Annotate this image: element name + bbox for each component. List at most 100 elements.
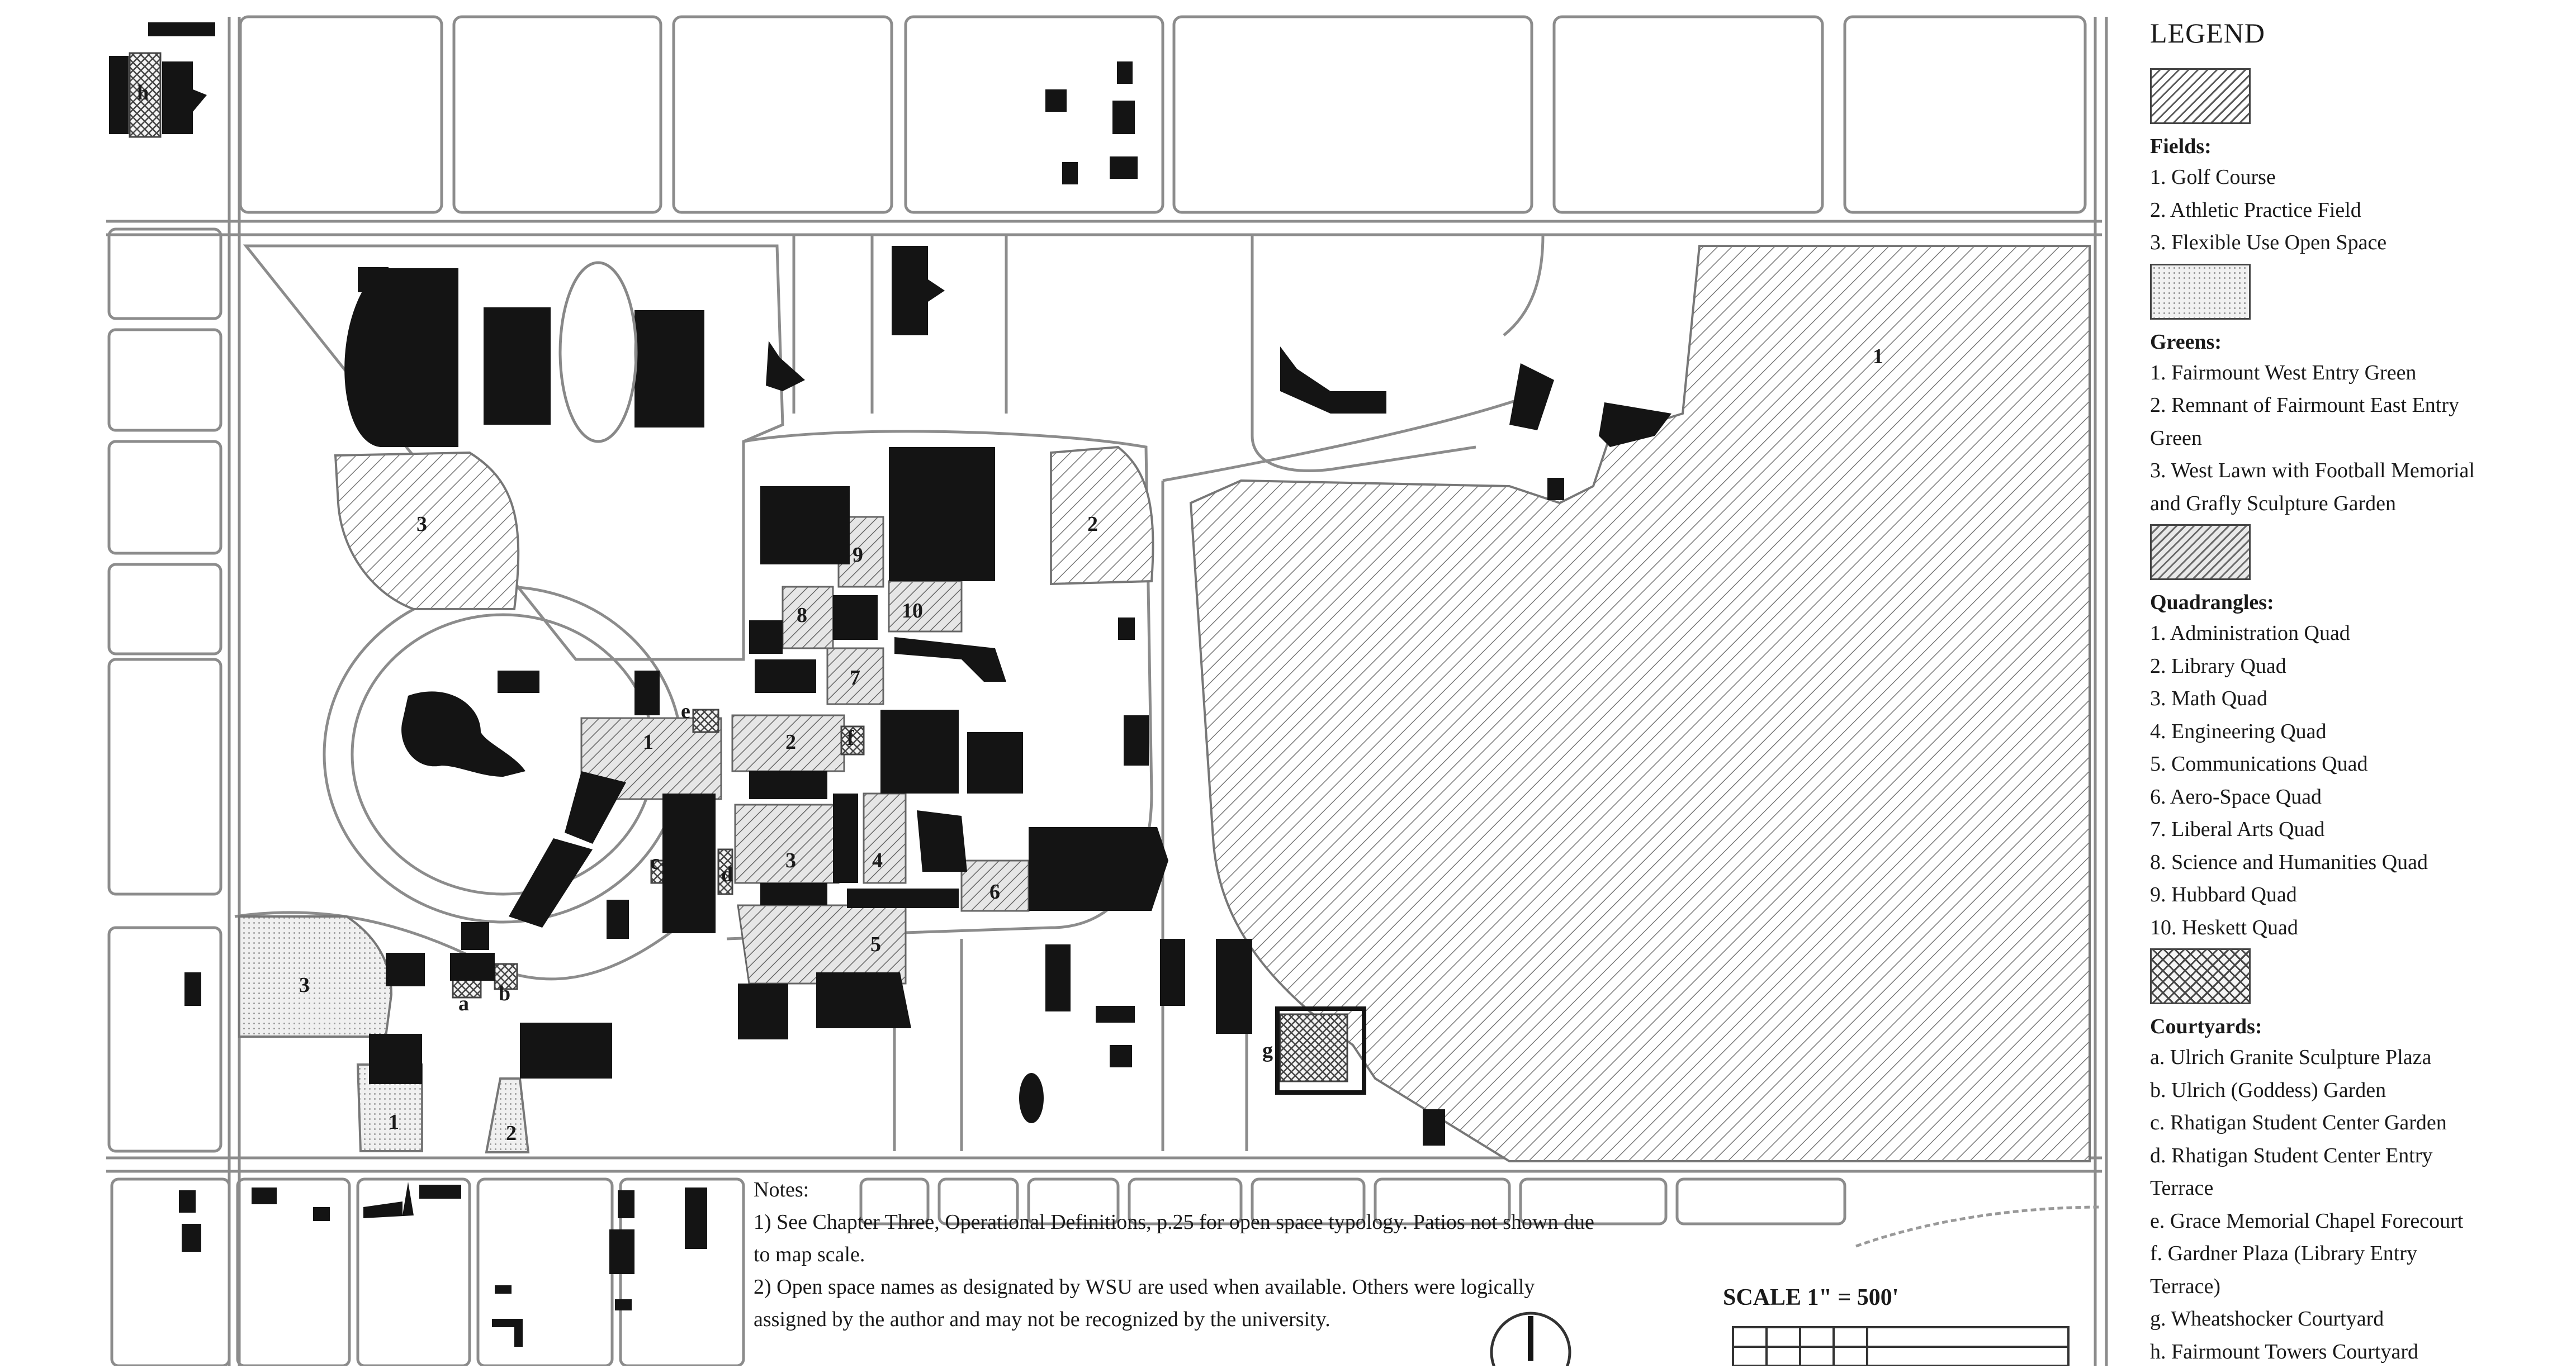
legend-item: a. Ulrich Granite Sculpture Plaza [2150, 1041, 2564, 1074]
building [1057, 855, 1101, 905]
building [1547, 478, 1564, 500]
campus-map: 1 2 3 1 2 3 1 2 3 4 5 6 7 8 9 10 a b c d… [0, 0, 2113, 1366]
legend-item: Terrace [2150, 1172, 2564, 1205]
building [738, 984, 788, 1039]
label-court-c: c [650, 851, 660, 874]
building-baseball-stands [1280, 346, 1386, 414]
label-quad-2: 2 [785, 730, 796, 754]
building [1509, 363, 1554, 430]
building [1124, 715, 1149, 766]
building [484, 307, 551, 425]
building [492, 1319, 523, 1347]
legend-item: and Grafly Sculpture Garden [2150, 487, 2564, 520]
building [679, 880, 707, 933]
building [461, 922, 489, 950]
legend-item: g. Wheatshocker Courtyard [2150, 1303, 2564, 1336]
building [889, 447, 995, 581]
label-court-h: h [137, 81, 149, 104]
quad-engineering [864, 794, 906, 883]
label-quad-4: 4 [872, 849, 883, 872]
building [509, 838, 593, 928]
legend-item: 1. Golf Course [2150, 161, 2564, 194]
building [766, 341, 805, 391]
legend-item: Green [2150, 422, 2564, 455]
label-quad-3: 3 [785, 849, 796, 872]
building [833, 794, 858, 883]
label-field-3: 3 [416, 512, 427, 536]
building [1045, 944, 1071, 1011]
notes-line: to map scale. [754, 1238, 1693, 1271]
legend-item: e. Grace Memorial Chapel Forecourt [2150, 1205, 2564, 1238]
legend-swatch-fields [2150, 68, 2251, 124]
quad-heskett [889, 581, 962, 631]
label-quad-10: 10 [902, 599, 923, 623]
legend-item: 2. Athletic Practice Field [2150, 194, 2564, 227]
legend-item: 6. Aero-Space Quad [2150, 781, 2564, 814]
building [880, 710, 959, 794]
building [634, 310, 704, 428]
building [1062, 162, 1078, 184]
label-court-f: f [847, 726, 855, 750]
legend-item: Terrace) [2150, 1270, 2564, 1303]
label-field-1: 1 [1873, 345, 1883, 368]
building [520, 1023, 612, 1079]
building-circular [401, 691, 525, 777]
notes-line: 1) See Chapter Three, Operational Defini… [754, 1206, 1693, 1238]
legend-item: 1. Fairmount West Entry Green [2150, 357, 2564, 390]
legend-item: 3. Math Quad [2150, 682, 2564, 715]
building [749, 620, 783, 654]
label-quad-8: 8 [797, 604, 807, 627]
legend-item: 10. Heskett Quad [2150, 911, 2564, 944]
building [634, 671, 660, 715]
legend-item: 3. Flexible Use Open Space [2150, 226, 2564, 259]
scale-bar [1733, 1327, 2068, 1366]
building [109, 56, 129, 134]
building [419, 1185, 461, 1199]
building [760, 883, 827, 905]
label-quad-5: 5 [870, 933, 881, 956]
legend-item: 1. Administration Quad [2150, 617, 2564, 650]
building [1160, 939, 1185, 1006]
rail-line [1856, 1207, 2102, 1246]
legend-swatch-courtyards [2150, 948, 2251, 1004]
scale-label: SCALE 1" = 500' [1723, 1284, 1898, 1311]
notes-heading: Notes: [754, 1174, 1693, 1206]
legend-item: 5. Communications Quad [2150, 748, 2564, 781]
legend-heading-courtyards: Courtyards: [2150, 1014, 2564, 1039]
legend-heading-quadrangles: Quadrangles: [2150, 590, 2564, 615]
building [498, 671, 539, 693]
label-court-g: g [1262, 1039, 1273, 1062]
building [1118, 618, 1135, 640]
building [252, 1188, 277, 1204]
legend-item: 4. Engineering Quad [2150, 715, 2564, 748]
building [833, 595, 878, 640]
building [565, 771, 626, 844]
building [615, 1299, 632, 1310]
legend-panel: LEGEND Fields: 1. Golf Course 2. Athleti… [2150, 17, 2564, 1368]
building [892, 246, 945, 335]
building [607, 900, 629, 939]
notes-line: assigned by the author and may not be re… [754, 1303, 1693, 1336]
building [1216, 939, 1252, 1034]
label-quad-1: 1 [643, 730, 654, 754]
legend-item: 7. Liberal Arts Quad [2150, 813, 2564, 846]
building [618, 1190, 634, 1218]
building [363, 1182, 414, 1218]
building [847, 889, 959, 908]
legend-item: c. Rhatigan Student Center Garden [2150, 1106, 2564, 1139]
building [1423, 1109, 1445, 1146]
building [894, 637, 1006, 682]
building [1045, 89, 1067, 112]
building [1019, 1073, 1044, 1123]
green-west-lawn [239, 916, 391, 1037]
legend-item: 3. West Lawn with Football Memorial [2150, 454, 2564, 487]
label-green-2: 2 [506, 1122, 517, 1145]
legend-item: d. Rhatigan Student Center Entry [2150, 1139, 2564, 1172]
legend-item: 9. Hubbard Quad [2150, 878, 2564, 911]
building [685, 1188, 707, 1249]
legend-heading-greens: Greens: [2150, 330, 2564, 354]
building [760, 486, 850, 564]
legend-item: 2. Library Quad [2150, 650, 2564, 683]
building [816, 972, 911, 1028]
label-field-2: 2 [1087, 512, 1098, 536]
